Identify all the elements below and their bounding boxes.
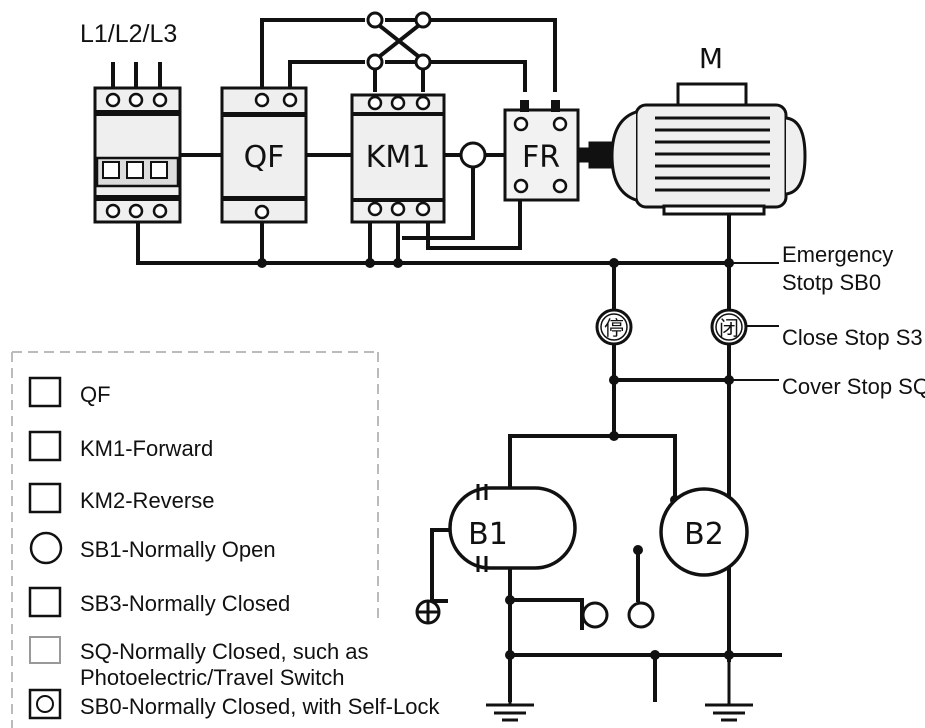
b2-unit [659, 487, 749, 577]
stop-button-glyph: 停 [604, 316, 624, 340]
fr-label: FR [522, 140, 560, 175]
legend-item-qf: QF [28, 376, 111, 408]
motor-label: M [699, 42, 723, 75]
motor [576, 82, 807, 216]
legend-item-sb0: SB0-Normally Closed, with Self-Lock [28, 688, 440, 720]
b1-label: B1 [468, 517, 508, 552]
legend-item-sb3: SB3-Normally Closed [28, 586, 290, 618]
b1-unit [448, 484, 577, 572]
crossover-switch [366, 11, 432, 71]
interlock-contacts [581, 601, 655, 629]
qf-label: QF [244, 140, 285, 175]
legend-label-sq-line1: SQ-Normally Closed, such as [80, 639, 369, 664]
km1-label: KM1 [366, 140, 431, 175]
fr-relay [503, 100, 580, 202]
legend-label-sb3: SB3-Normally Closed [80, 591, 290, 616]
close-button-glyph: 闭 [719, 316, 739, 340]
close-button-symbol: 闭 [710, 308, 748, 346]
legend-label-sb0: SB0-Normally Closed, with Self-Lock [80, 694, 440, 719]
junction-dots [257, 258, 734, 660]
legend-item-sq: SQ-Normally Closed, such as Photoelectri… [29, 636, 369, 690]
ground-symbol-left [486, 700, 534, 722]
legend-label-km2: KM2-Reverse [80, 488, 214, 513]
legend-label-qf: QF [80, 382, 111, 407]
emergency-stop-label-line2: Stotp SB0 [782, 270, 881, 295]
legend-item-km2: KM2-Reverse [28, 482, 214, 514]
legend-item-km1: KM1-Forward [28, 430, 213, 462]
legend-label-km1: KM1-Forward [80, 436, 213, 461]
test-point-symbol [415, 599, 441, 625]
km1-coil-circle [459, 141, 487, 169]
emergency-stop-label-line1: Emergency [782, 242, 893, 267]
km1-contactor [350, 93, 446, 224]
stop-button-symbol: 停 [595, 308, 633, 346]
legend-item-sb1: SB1-Normally Open [29, 531, 276, 565]
close-stop-label: Close Stop S3 [782, 325, 923, 350]
wiring [111, 18, 782, 702]
b2-label: B2 [684, 517, 724, 552]
qf-breaker [220, 86, 308, 224]
legend-box: QF KM1-Forward KM2-Reverse SB1-Normally … [11, 351, 440, 728]
cover-stop-label: Cover Stop SQ [782, 374, 925, 399]
supply-label: L1/L2/L3 [80, 20, 177, 48]
ground-symbol-right [705, 660, 753, 722]
legend-label-sb1: SB1-Normally Open [80, 537, 276, 562]
main-breaker [93, 86, 182, 224]
legend-label-sq-line2: Photoelectric/Travel Switch [80, 665, 345, 690]
